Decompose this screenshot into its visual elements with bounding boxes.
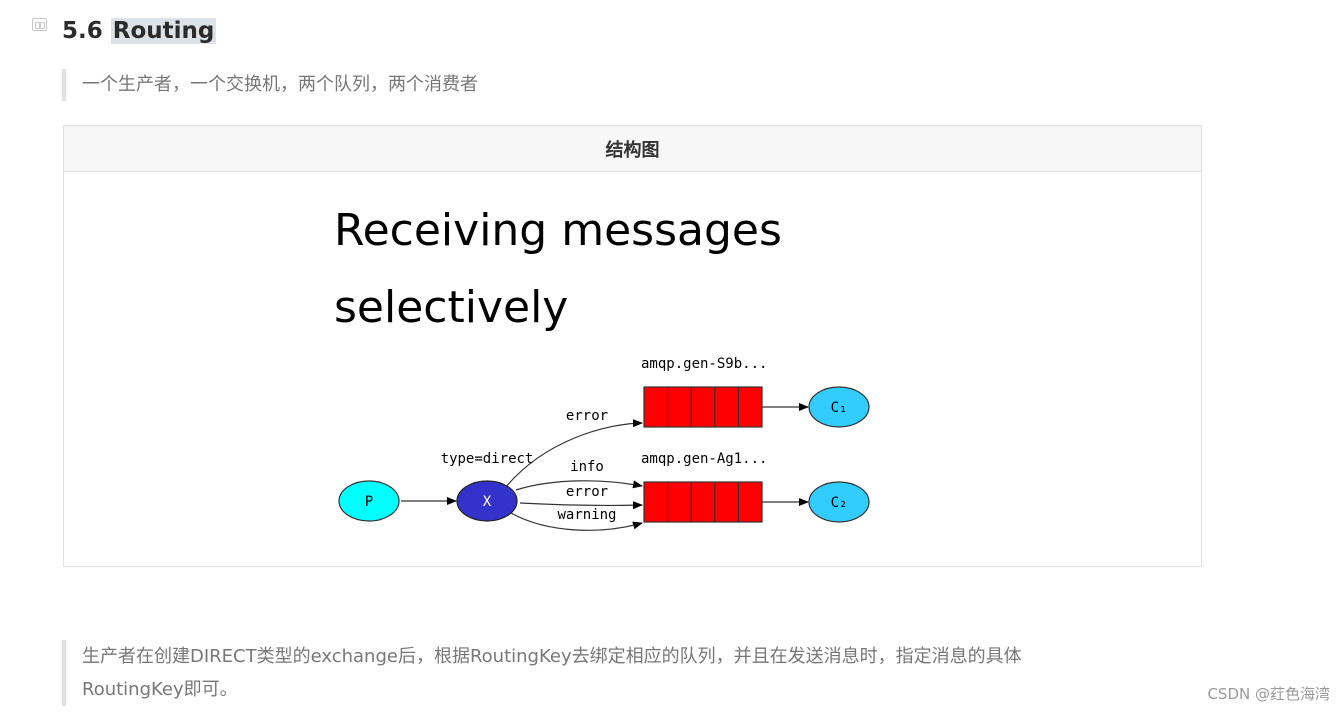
routing-diagram: P X type=direct amqp.gen-S9b... amqp.gen… <box>338 356 870 531</box>
section-title: Routing <box>110 18 217 44</box>
binding-error-q2-label: error <box>566 484 608 500</box>
anchor-link-icon[interactable] <box>32 18 47 31</box>
queue-1-name: amqp.gen-S9b... <box>641 356 767 372</box>
diagram-title: Receiving messages selectively <box>334 192 782 346</box>
consumer-1-label: C₁ <box>831 400 848 416</box>
exchange-type-label: type=direct <box>441 451 534 467</box>
table-header-label: 结构图 <box>605 139 660 161</box>
watermark: CSDN @荭色海湾 <box>1207 685 1330 703</box>
edge-warning-q2 <box>510 512 643 531</box>
binding-error-q1-label: error <box>566 408 608 424</box>
exchange-node <box>456 480 518 522</box>
binding-info-label: info <box>570 459 604 475</box>
producer-label: P <box>365 494 373 510</box>
edge-info-q2 <box>515 480 643 491</box>
edge-error-q2 <box>519 501 643 510</box>
queue-2-name: amqp.gen-Ag1... <box>641 451 767 467</box>
diagram-title-line2: selectively <box>334 282 569 333</box>
consumer-2-node <box>808 481 870 523</box>
producer-node <box>338 480 400 522</box>
consumer-1-node <box>808 386 870 428</box>
table-header-cell: 结构图 <box>64 126 1201 172</box>
consumer-2-label: C₂ <box>831 495 848 511</box>
structure-table: 结构图 Receiving messages selectively P X t… <box>63 125 1202 567</box>
intro-text: 一个生产者，一个交换机，两个队列，两个消费者 <box>82 74 478 95</box>
intro-blockquote: 一个生产者，一个交换机，两个队列，两个消费者 <box>62 69 478 101</box>
edge-error-q1 <box>504 419 643 489</box>
queue-2 <box>643 481 763 523</box>
binding-warning-label: warning <box>557 507 616 523</box>
section-number: 5.6 <box>62 18 103 44</box>
description-text: 生产者在创建DIRECT类型的exchange后，根据RoutingKey去绑定… <box>82 646 1022 700</box>
diagram-title-line1: Receiving messages <box>334 205 782 256</box>
description-blockquote: 生产者在创建DIRECT类型的exchange后，根据RoutingKey去绑定… <box>62 640 1122 706</box>
section-heading: 5.6 Routing <box>62 14 217 48</box>
queue-1 <box>643 386 763 428</box>
exchange-label: X <box>483 494 492 510</box>
